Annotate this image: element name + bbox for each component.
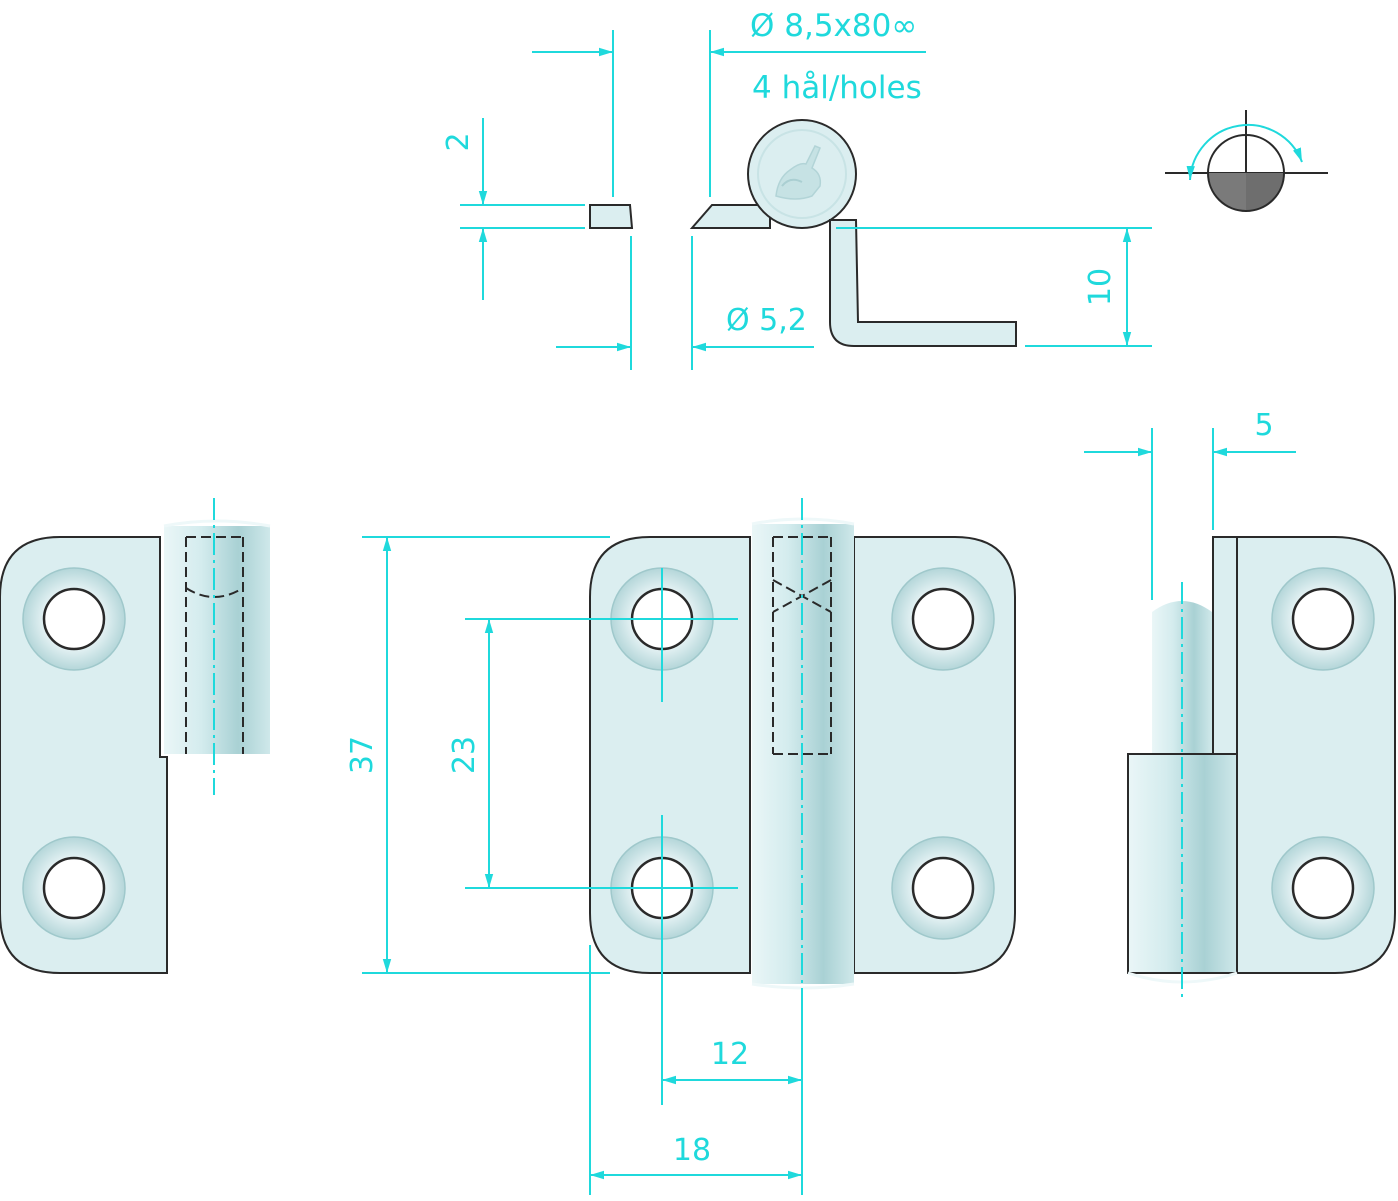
leaf-height-label: 10 xyxy=(1083,268,1118,306)
hole-count-label: 4 hål/holes xyxy=(752,70,922,106)
logo-icon xyxy=(775,145,822,200)
mounting-hole xyxy=(891,836,995,940)
left-view xyxy=(0,498,271,974)
pin-offset-label: 5 xyxy=(1254,408,1273,443)
hole-spacing-label: 23 xyxy=(447,736,482,774)
front-view xyxy=(585,498,1016,1105)
overall-height-label: 37 xyxy=(345,736,380,774)
rotation-direction-icon xyxy=(1165,110,1328,212)
thickness-label: 2 xyxy=(441,132,476,151)
mounting-hole xyxy=(1271,567,1375,671)
hole-to-axis-label: 12 xyxy=(711,1037,749,1072)
mounting-hole xyxy=(891,567,995,671)
bent-leaf-section xyxy=(829,219,1017,347)
mounting-hole xyxy=(1271,836,1375,940)
left-knuckle xyxy=(164,526,270,754)
dimension-lines xyxy=(362,30,1296,1195)
leaf-section-left xyxy=(589,204,634,229)
hole-diameter-label: Ø 5,2 xyxy=(726,303,807,338)
leaf-width-label: 18 xyxy=(673,1133,711,1168)
mounting-hole xyxy=(22,836,126,940)
side-section-view xyxy=(589,119,1017,347)
right-pin xyxy=(1152,601,1212,754)
leaf-section-right xyxy=(689,204,771,229)
mounting-hole xyxy=(22,567,126,671)
right-view xyxy=(1127,536,1396,1000)
hole-spec-label: Ø 8,5x80∞ xyxy=(750,8,917,44)
